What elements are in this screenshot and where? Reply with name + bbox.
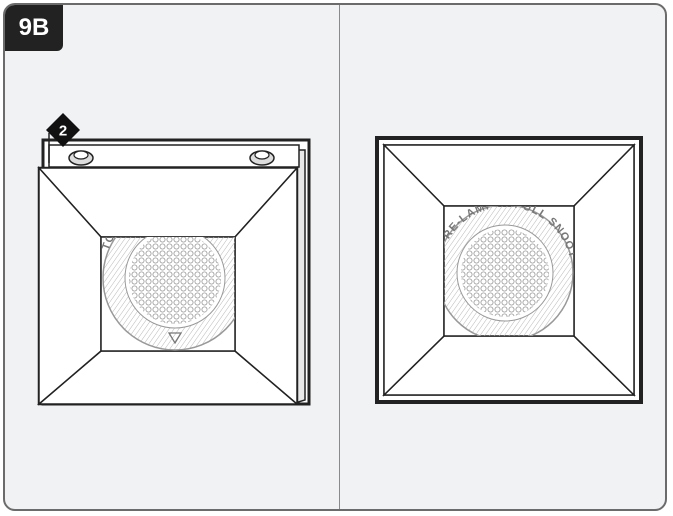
left-panel-illustration: TO RE-LAMP — PULL SNOOT 2	[36, 113, 311, 406]
figure-frame: 9B	[3, 3, 667, 511]
right-panel-illustration: TO RE-LAMP — PULL SNOOT	[375, 136, 643, 404]
lens-grid	[461, 229, 549, 317]
callout-2-marker: 2	[46, 113, 80, 163]
mounting-screw	[68, 150, 94, 166]
step-badge: 9B	[5, 5, 63, 51]
pull-arrow-icon	[167, 332, 183, 345]
lens-grid	[129, 237, 221, 324]
panel-divider	[339, 5, 340, 509]
mounting-screw	[249, 150, 275, 166]
svg-text:2: 2	[59, 123, 67, 140]
